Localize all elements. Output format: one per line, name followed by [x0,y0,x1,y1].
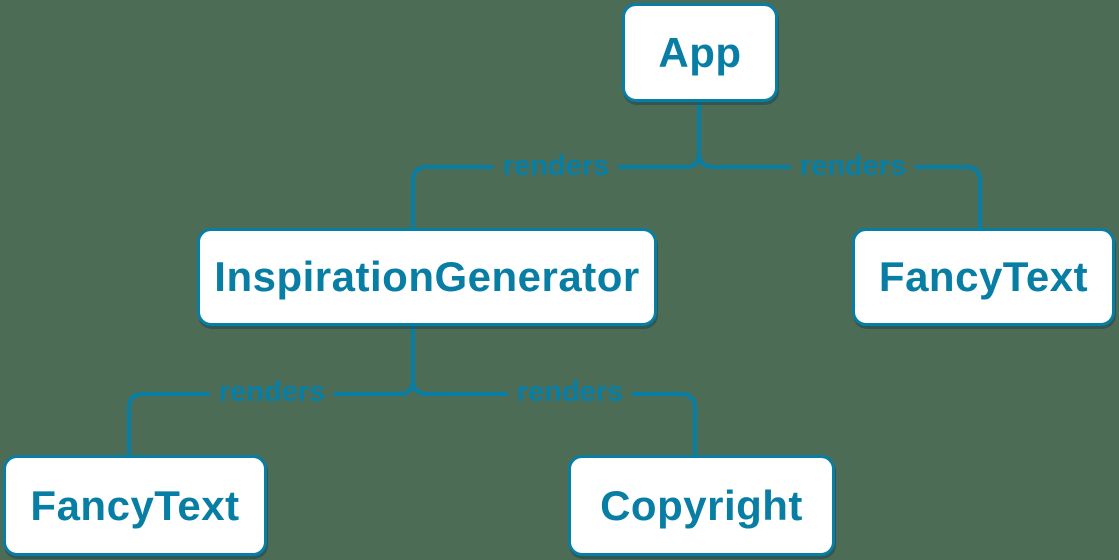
node-app-label: App [658,28,742,76]
edge-label-renders-inspirationgenerator-copyright: renders [507,376,633,409]
edge-label-renders-app-fancytext: renders [790,150,916,183]
node-copyright: Copyright [568,455,835,556]
node-app: App [622,3,778,102]
node-fancy-text-bottom: FancyText [3,455,267,556]
node-fancy-text-top-label: FancyText [878,253,1089,300]
node-inspiration-generator-label: InspirationGenerator [214,253,640,300]
node-fancy-text-bottom-label: FancyText [30,481,240,529]
node-copyright-label: Copyright [600,481,803,529]
edge-label-renders-inspirationgenerator-fancytext: renders [209,376,335,409]
node-fancy-text-top: FancyText [852,228,1115,326]
edge-label-renders-app-inspirationgenerator: renders [493,150,619,183]
node-inspiration-generator: InspirationGenerator [197,228,657,326]
